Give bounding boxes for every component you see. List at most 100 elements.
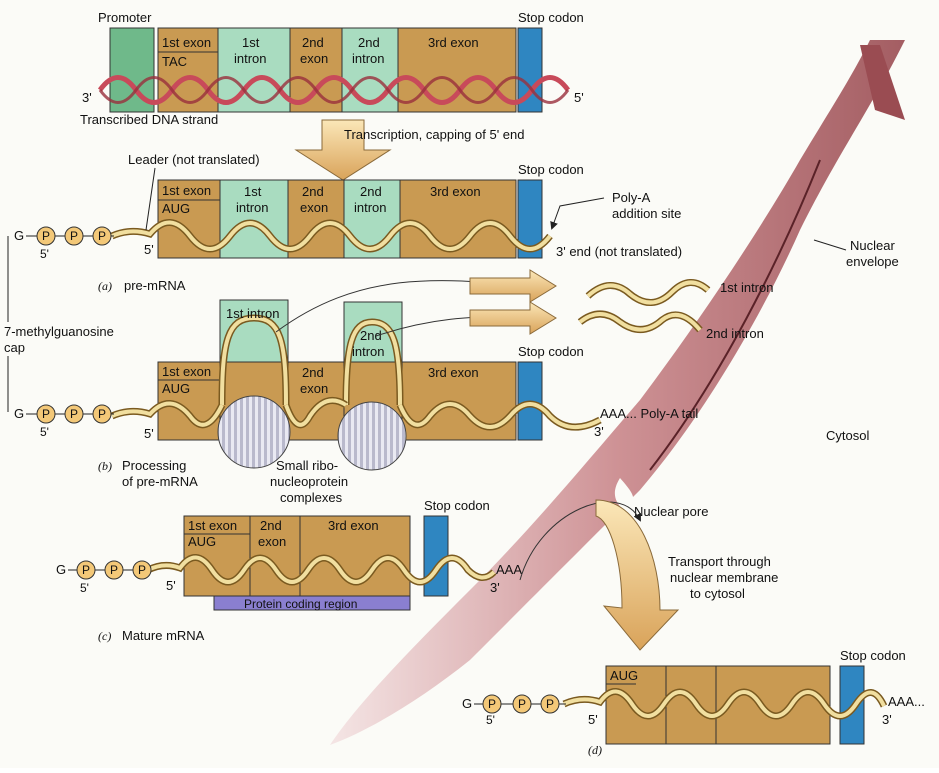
dna-exon2-label-b: exon bbox=[300, 51, 328, 66]
mature-3prime: 3' bbox=[490, 580, 500, 595]
cytosol-label: Cytosol bbox=[826, 428, 869, 443]
cap-d-p3-label: P bbox=[546, 697, 554, 711]
cap-b: G P P P 5' bbox=[14, 404, 114, 439]
nuclear-envelope-line bbox=[649, 159, 821, 471]
cap-c: G P P P 5' bbox=[56, 560, 152, 595]
proc-intron2-label-a: 2nd bbox=[360, 328, 382, 343]
caption-c-letter: (c) bbox=[98, 629, 111, 643]
dna-helix bbox=[97, 75, 571, 105]
pre-5prime: 5' bbox=[144, 242, 154, 257]
intron2-loop-fill bbox=[344, 319, 402, 406]
cap-b-p1 bbox=[36, 404, 56, 424]
mature-aaa: AAA bbox=[496, 562, 522, 577]
dna-intron-1 bbox=[217, 27, 291, 113]
nuclear-envelope-band bbox=[330, 40, 905, 745]
excision-arrow-1 bbox=[469, 269, 557, 303]
cap-d-p2-label: P bbox=[518, 697, 526, 711]
cyto-strand-fill bbox=[563, 689, 886, 718]
snrnp-1 bbox=[217, 395, 291, 469]
cap-c-p1-label: P bbox=[82, 563, 90, 577]
stop-codon-label-2: Stop codon bbox=[518, 162, 584, 177]
proc-strand-fill bbox=[111, 398, 601, 429]
transcription-label: Transcription, capping of 5' end bbox=[344, 127, 525, 142]
mature-stop-codon bbox=[423, 515, 449, 597]
cap-d-5prime: 5' bbox=[486, 713, 495, 727]
transport-curve bbox=[519, 501, 641, 581]
cap-a-p1 bbox=[36, 226, 56, 246]
proc-exon3-label: 3rd exon bbox=[428, 365, 479, 380]
free-intron-2-fill bbox=[578, 312, 702, 332]
proc-intron1-label: 1st intron bbox=[226, 306, 279, 321]
cap-d: G P P P 5' bbox=[462, 694, 566, 727]
cap-d-p2 bbox=[512, 694, 532, 714]
cap-a-p2 bbox=[64, 226, 84, 246]
dna-3prime: 3' bbox=[82, 90, 92, 105]
proc-exon1-label: 1st exon bbox=[162, 364, 211, 379]
proc-exon2-label-b: exon bbox=[300, 381, 328, 396]
cap-b-p3 bbox=[92, 404, 112, 424]
stop-codon-label-4: Stop codon bbox=[424, 498, 490, 513]
dna-exon3-label: 3rd exon bbox=[428, 35, 479, 50]
mature-aug-label: AUG bbox=[188, 534, 216, 549]
transcription-arrow bbox=[294, 119, 392, 181]
proc-aug-label: AUG bbox=[162, 381, 190, 396]
nuclear-envelope-label-a: Nuclear bbox=[850, 238, 895, 253]
cap-a-5prime: 5' bbox=[40, 247, 49, 261]
caption-b-a: Processing bbox=[122, 458, 186, 473]
coding-region-bar bbox=[213, 595, 411, 611]
cap-c-p3 bbox=[132, 560, 152, 580]
mature-5prime: 5' bbox=[166, 578, 176, 593]
cap-d-p1 bbox=[482, 694, 502, 714]
stop-codon-label-1: Stop codon bbox=[518, 10, 584, 25]
cap-b-g: G bbox=[14, 406, 24, 421]
transport-label-b: nuclear membrane bbox=[670, 570, 778, 585]
cap-a-p3 bbox=[92, 226, 112, 246]
pre-intron1-label-a: 1st bbox=[244, 184, 262, 199]
processing: 1st intron 2nd intron Stop codon 1st exo… bbox=[98, 299, 698, 505]
pre-exon2-label-b: exon bbox=[300, 200, 328, 215]
cap-d-p1-label: P bbox=[488, 697, 496, 711]
cap-b-p2-label: P bbox=[70, 407, 78, 421]
transport-label-c: to cytosol bbox=[690, 586, 745, 601]
cap-b-p2 bbox=[64, 404, 84, 424]
cyto-aug-label: AUG bbox=[610, 668, 638, 683]
pre-mrna: Leader (not translated) Stop codon 1st e… bbox=[98, 152, 682, 293]
polya-tail-label: AAA... Poly-A tail bbox=[600, 406, 698, 421]
cap-d-p3 bbox=[540, 694, 560, 714]
pre-mrna-strand-fill bbox=[111, 220, 552, 251]
pre-intron2-label-a: 2nd bbox=[360, 184, 382, 199]
caption-b-b: of pre-mRNA bbox=[122, 474, 198, 489]
mature-exon3-label: 3rd exon bbox=[328, 518, 379, 533]
cap-a: G P P P 5' bbox=[14, 226, 114, 261]
cap-c-p3-label: P bbox=[138, 563, 146, 577]
cyto-3prime: 3' bbox=[882, 712, 892, 727]
pre-intron1-label-b: intron bbox=[236, 200, 269, 215]
mature-strand-fill bbox=[147, 555, 496, 584]
transcribed-strand-label: Transcribed DNA strand bbox=[80, 112, 218, 127]
cap-c-p2 bbox=[104, 560, 124, 580]
transport-arrow bbox=[595, 499, 680, 651]
snrnp-label-b: nucleoprotein bbox=[270, 474, 348, 489]
leader-label: Leader (not translated) bbox=[128, 152, 260, 167]
free-intron2-label: 2nd intron bbox=[706, 326, 764, 341]
mature-exon2-label-b: exon bbox=[258, 534, 286, 549]
dna-exon1-label: 1st exon bbox=[162, 35, 211, 50]
cap-c-p2-label: P bbox=[110, 563, 118, 577]
membrane-top-stub bbox=[860, 45, 905, 120]
cap-a-g: G bbox=[14, 228, 24, 243]
cap-a-p3-label: P bbox=[98, 229, 106, 243]
stop-codon-label-3: Stop codon bbox=[518, 344, 584, 359]
dna-intron2-label-b: intron bbox=[352, 51, 385, 66]
coding-region-label: Protein coding region bbox=[244, 597, 357, 611]
pre-exon3-label: 3rd exon bbox=[430, 184, 481, 199]
transport-label-a: Transport through bbox=[668, 554, 771, 569]
excision-arrow-2 bbox=[469, 301, 557, 335]
snrnp-label-a: Small ribo- bbox=[276, 458, 338, 473]
cyto-5prime: 5' bbox=[588, 712, 598, 727]
cyto-aaa: AAA... bbox=[888, 694, 925, 709]
caption-a: pre-mRNA bbox=[124, 278, 186, 293]
free-intron-1-fill bbox=[586, 280, 710, 305]
dna-5prime: 5' bbox=[574, 90, 584, 105]
cap-label-a: 7-methylguanosine bbox=[4, 324, 114, 339]
